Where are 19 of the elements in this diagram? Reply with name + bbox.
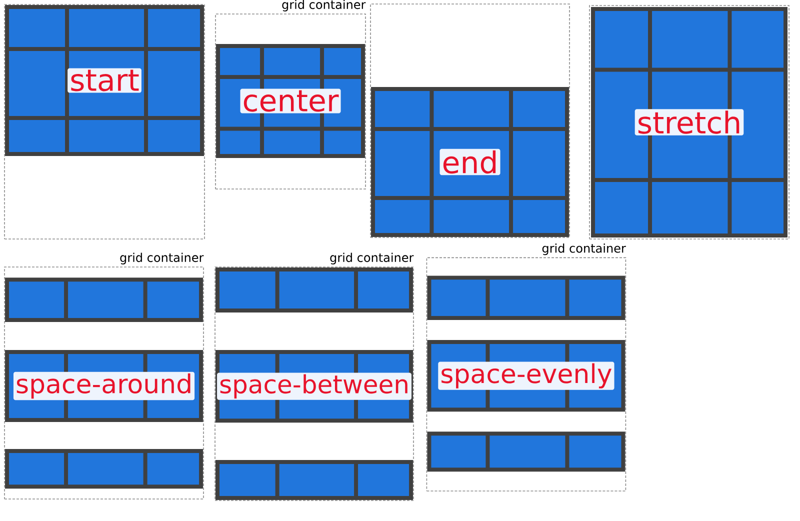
grid-row-bar	[216, 267, 413, 312]
container-label: grid container	[542, 243, 626, 256]
alignment-label: space-around	[13, 372, 195, 400]
dashed-container-outline	[4, 4, 205, 240]
grid-row-bar	[427, 276, 626, 320]
container-label: grid container	[330, 252, 414, 264]
container-label: grid container	[282, 0, 366, 12]
grid-row-bar	[216, 460, 413, 500]
grid-row-bar	[427, 432, 626, 472]
grid-row-bar	[5, 448, 203, 489]
grid-row-bar	[5, 278, 203, 322]
alignment-label: center	[240, 88, 341, 114]
alignment-label: end	[440, 148, 500, 176]
alignment-label: stretch	[634, 109, 744, 136]
dashed-container-outline	[370, 4, 570, 238]
alignment-label: start	[68, 68, 142, 93]
container-label: grid container	[120, 252, 204, 264]
alignment-label: space-between	[217, 372, 412, 400]
alignment-label: space-evenly	[438, 362, 614, 390]
